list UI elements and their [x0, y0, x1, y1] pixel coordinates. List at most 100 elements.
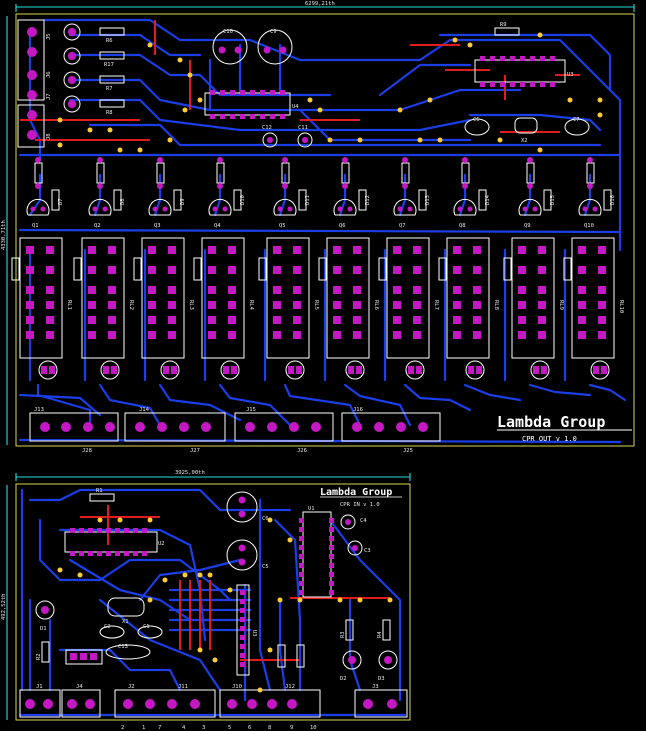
pad [329, 554, 334, 559]
label-c6-b2: C6 [262, 516, 269, 522]
via [597, 97, 603, 103]
board-2: 3925,00th 492,52th [1, 470, 411, 731]
via [467, 42, 473, 48]
led-d2 [342, 650, 362, 670]
pad [46, 331, 54, 339]
pad [329, 572, 334, 577]
resistor [216, 162, 225, 184]
pad [223, 366, 229, 374]
pad [240, 662, 245, 667]
board2-logo: Lambda Group [320, 487, 392, 498]
pad [530, 56, 535, 61]
cap-c6 [226, 491, 258, 523]
pad [476, 366, 482, 374]
diode-label: D12 [365, 195, 371, 205]
resistor [563, 257, 572, 281]
label-x1: X1 [122, 619, 129, 625]
via [77, 572, 83, 578]
relay-outline [571, 237, 615, 359]
relay-outline [201, 237, 245, 359]
pad [402, 183, 408, 189]
transistor-outline [26, 198, 50, 216]
label-j4-b2: J4 [76, 684, 83, 690]
label-j5: J5 [46, 33, 52, 40]
pad [299, 518, 304, 523]
pad [393, 331, 401, 339]
transistor-label: Q1 [32, 223, 39, 229]
pad [329, 536, 334, 541]
diode [173, 189, 182, 211]
pad [148, 246, 156, 254]
pad [108, 301, 116, 309]
pad [578, 286, 586, 294]
pad [282, 183, 288, 189]
optocoupler [65, 649, 103, 665]
pad [280, 90, 285, 95]
label-c5-b2: C5 [262, 564, 269, 570]
pad [49, 366, 55, 374]
relay-label: RL9 [558, 300, 564, 310]
diode [113, 189, 122, 211]
via [137, 147, 143, 153]
pad [587, 157, 593, 163]
board2-outline [15, 483, 411, 721]
pad [333, 266, 341, 274]
pad [67, 699, 77, 709]
pad [273, 301, 281, 309]
label-j7: J7 [46, 93, 52, 100]
pad [299, 554, 304, 559]
resistor-r5 [277, 644, 286, 668]
via [147, 517, 153, 523]
pad [148, 301, 156, 309]
pad [108, 286, 116, 294]
pad [230, 114, 235, 119]
pad [353, 316, 361, 324]
pad [168, 286, 176, 294]
pad [210, 114, 215, 119]
term-num: 3 [202, 725, 205, 731]
pad [108, 266, 116, 274]
pad [267, 422, 277, 432]
pad [329, 563, 334, 568]
pad [540, 82, 545, 87]
pad [538, 301, 546, 309]
pad [124, 528, 129, 533]
pad [550, 56, 555, 61]
pad [393, 316, 401, 324]
pad [157, 422, 167, 432]
via [257, 687, 263, 693]
relay-label: RL6 [373, 300, 379, 310]
pad [208, 246, 216, 254]
pad [299, 545, 304, 550]
resistor [401, 162, 410, 184]
pad [171, 366, 177, 374]
resistor [461, 162, 470, 184]
pad [333, 246, 341, 254]
led-outline [38, 360, 58, 380]
pad [168, 301, 176, 309]
pad [83, 422, 93, 432]
pad [510, 56, 515, 61]
via [207, 572, 213, 578]
pad [342, 157, 348, 163]
pad [289, 422, 299, 432]
pad [135, 422, 145, 432]
pad [520, 82, 525, 87]
pad [353, 286, 361, 294]
pad [347, 206, 353, 212]
pad [329, 581, 334, 586]
pad [533, 366, 539, 374]
pad [25, 699, 35, 709]
diode [543, 189, 552, 211]
pad [168, 266, 176, 274]
transistor-label: Q9 [524, 223, 531, 229]
pad [208, 331, 216, 339]
pad [299, 572, 304, 577]
board1-top-resistors: R6 R17 R7 R8 R9 [99, 22, 520, 116]
relay-label: RL5 [313, 300, 319, 310]
